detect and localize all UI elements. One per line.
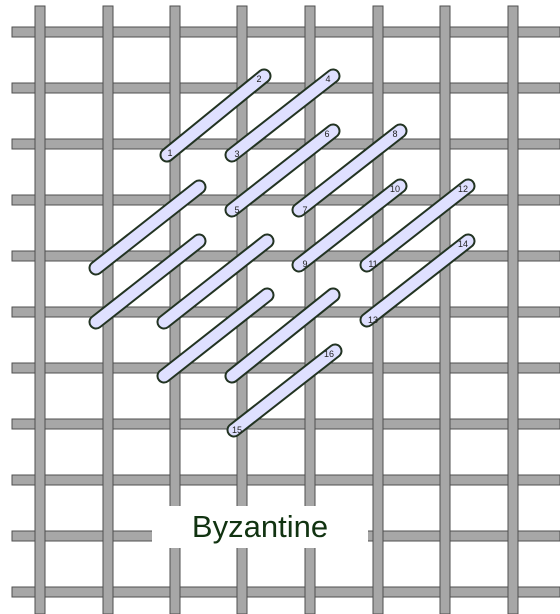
- stitch-number-label: 9: [302, 259, 307, 269]
- stitch-number-label: 4: [325, 74, 330, 84]
- stitch: [158, 289, 273, 382]
- horizontal-thread: [11, 250, 560, 262]
- stitch-number-label: 2: [256, 74, 261, 84]
- horizontal-thread: [11, 586, 560, 598]
- stitch: [158, 235, 273, 328]
- stitch-number-label: 7: [302, 205, 307, 215]
- horizontal-thread: [11, 194, 560, 206]
- stitch: [293, 125, 406, 216]
- stitch-number-label: 13: [368, 315, 378, 325]
- vertical-thread: [507, 5, 519, 614]
- stitch-number-label: 8: [392, 129, 397, 139]
- stitch: [361, 180, 474, 271]
- horizontal-thread: [11, 474, 560, 486]
- stitch: [226, 125, 339, 216]
- stitch: [161, 70, 270, 161]
- stitch-number-label: 5: [234, 205, 239, 215]
- diagram-title: Byzantine: [192, 509, 328, 544]
- stitches: [88, 68, 476, 438]
- horizontal-thread: [11, 306, 560, 318]
- stitch: [361, 235, 474, 326]
- stitch: [293, 180, 406, 271]
- stitch-number-label: 10: [390, 184, 400, 194]
- stitch-number-label: 3: [234, 149, 239, 159]
- stitch: [228, 345, 341, 436]
- stitch-number-label: 11: [368, 259, 377, 269]
- stitch-number-label: 16: [324, 349, 334, 359]
- vertical-thread: [439, 5, 451, 614]
- horizontal-thread: [11, 138, 560, 150]
- stitch-number-label: 14: [458, 239, 468, 249]
- vertical-thread: [34, 5, 46, 614]
- stitch: [226, 70, 339, 161]
- stitch: [90, 235, 205, 328]
- stitch: [90, 181, 205, 274]
- horizontal-thread: [11, 26, 560, 38]
- stitch-number-label: 6: [324, 129, 329, 139]
- stitch: [226, 289, 339, 382]
- horizontal-thread: [11, 362, 560, 374]
- stitch-number-label: 15: [232, 425, 242, 435]
- stitch-number-label: 12: [458, 184, 468, 194]
- horizontal-thread: [11, 418, 560, 430]
- title-background: [152, 506, 368, 548]
- stitch-number-label: 1: [167, 148, 172, 158]
- horizontal-thread: [11, 82, 560, 94]
